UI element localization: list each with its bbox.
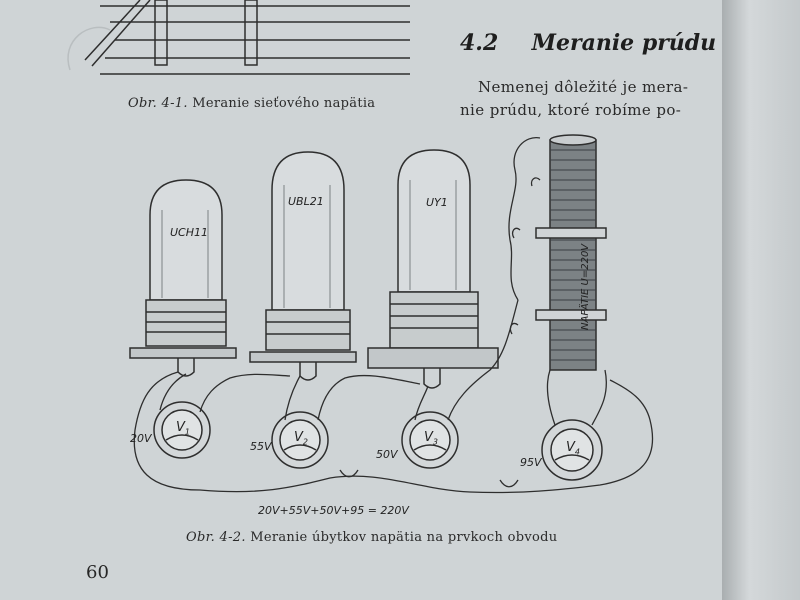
meter-3-drawing <box>401 411 459 469</box>
caption-figure-4-1-number: Obr. 4-1. <box>128 96 188 111</box>
body-line-2: nie prúdu, ktoré robíme po- <box>460 101 682 119</box>
caption-figure-4-2-text: Meranie úbytkov napätia na prvkoch obvod… <box>250 530 558 545</box>
caption-figure-4-1: Obr. 4-1. Meranie sieťového napätia <box>128 96 375 111</box>
wiring <box>133 137 654 494</box>
tube-1-drawing <box>129 179 237 377</box>
meter-1-symbol-sub: 1 <box>184 427 190 437</box>
meter-4-symbol: V4 <box>566 440 580 457</box>
meter-2-symbol: V2 <box>294 430 308 447</box>
meter-1-symbol: V1 <box>176 420 190 437</box>
caption-figure-4-1-text: Meranie sieťového napätia <box>192 96 376 111</box>
meter-2-drawing <box>271 411 329 469</box>
section-number: 4.2 <box>460 30 499 56</box>
section-title: Meranie prúdu <box>531 30 717 56</box>
meter-2-symbol-sub: 2 <box>302 437 308 447</box>
meter-2-symbol-letter: V <box>294 430 303 445</box>
supply-voltage-label: NAPÄTIE U=220V <box>580 243 591 330</box>
meter-1-drawing <box>153 401 211 459</box>
tube-2-drawing <box>249 151 357 381</box>
tube-1-label: UCH11 <box>170 226 209 239</box>
meter-1-reading: 20V <box>130 432 152 445</box>
meter-3-reading: 50V <box>376 448 398 461</box>
section-heading: 4.2 Meranie prúdu <box>460 30 716 56</box>
meter-3-symbol-sub: 3 <box>432 437 438 447</box>
meter-3-symbol: V3 <box>424 430 438 447</box>
meter-4-symbol-letter: V <box>566 440 575 455</box>
tube-2-label: UBL21 <box>288 195 324 208</box>
caption-figure-4-2: Obr. 4-2. Meranie úbytkov napätia na prv… <box>186 530 557 545</box>
meter-2-reading: 55V <box>250 440 272 453</box>
body-line-1: Nemenej dôležité je mera- <box>478 78 689 96</box>
voltage-sum-label: 20V+55V+50V+95 = 220V <box>258 504 409 517</box>
meter-3-symbol-letter: V <box>424 430 433 445</box>
book-spine-edge <box>722 0 800 600</box>
tube-3-label: UY1 <box>426 196 448 209</box>
tube-3-drawing <box>367 149 499 389</box>
meter-4-reading: 95V <box>520 456 542 469</box>
page-number: 60 <box>86 562 109 583</box>
caption-figure-4-2-number: Obr. 4-2. <box>186 530 246 545</box>
figure-4-1-fragment <box>67 0 410 75</box>
meter-4-drawing <box>541 419 603 481</box>
resistor-drawing <box>535 134 607 371</box>
meter-1-symbol-letter: V <box>176 420 185 435</box>
meter-4-symbol-sub: 4 <box>574 447 580 457</box>
